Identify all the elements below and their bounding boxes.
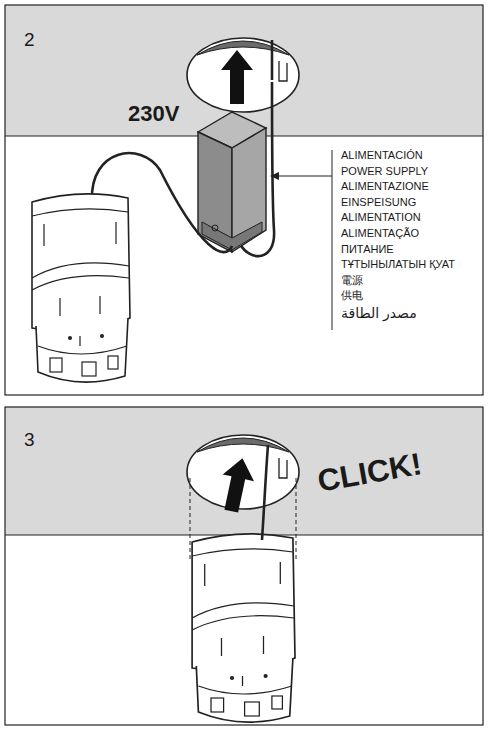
step-number: 2 xyxy=(24,30,35,51)
panel-frame xyxy=(5,5,483,395)
step-number: 3 xyxy=(24,430,35,451)
language-label: ALIMENTAÇÃO xyxy=(341,227,419,239)
language-label: 供电 xyxy=(341,289,363,301)
language-label: EINSPEISUNG xyxy=(341,196,416,208)
language-label: ALIMENTATION xyxy=(341,211,421,223)
leader-arrowhead xyxy=(270,172,279,180)
language-label: ПИТАНИЕ xyxy=(341,243,394,255)
language-label: مصدر الطاقة xyxy=(341,306,417,321)
power-supply xyxy=(198,112,266,252)
ceiling-band xyxy=(5,5,483,136)
panel-frame xyxy=(5,407,483,725)
supply-cable xyxy=(271,40,274,80)
luminaire-cable xyxy=(262,445,268,540)
bracket xyxy=(332,150,333,330)
language-label: ALIMENTAZIONE xyxy=(341,180,429,192)
voltage-label: 230V xyxy=(128,102,179,126)
leader-line xyxy=(276,176,332,177)
driver-screw xyxy=(212,225,218,231)
language-label: 電源 xyxy=(341,274,363,286)
language-label: ТҰТЫНЫЛАТЫН ҚУАТ xyxy=(341,258,455,270)
language-label: POWER SUPPLY xyxy=(341,165,428,177)
language-label: ALIMENTACIÓN xyxy=(341,149,423,161)
ceiling-band xyxy=(5,407,483,535)
